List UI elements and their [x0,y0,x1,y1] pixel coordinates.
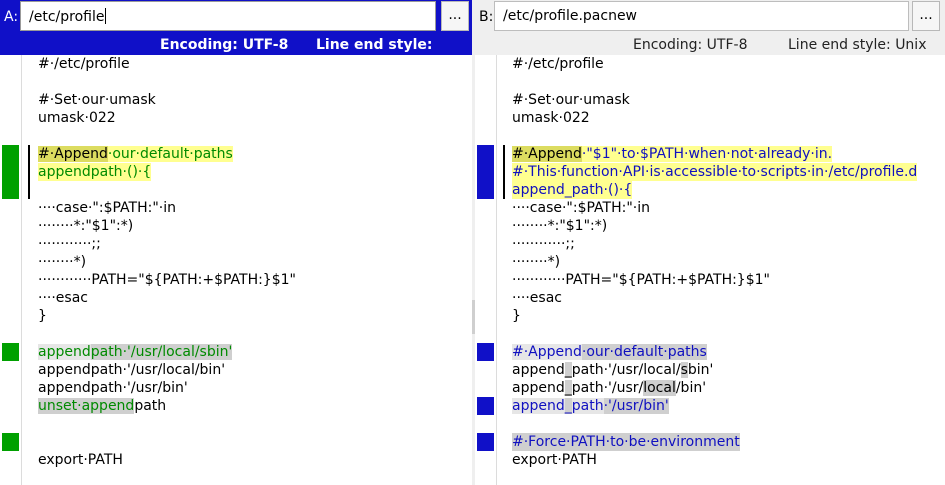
pane-b-status-bar: Encoding: UTF-8 Line end style: Unix [475,36,945,55]
diff-text: /bin' [675,380,707,396]
diff-text: ·'/usr/bin' [603,398,669,414]
diff-text: unset·append [38,398,135,414]
diff-change-marker[interactable] [2,343,19,361]
code-line: } [38,308,47,324]
pane-a-label: A: [4,9,19,25]
diff-text: path·'/usr/ [571,380,644,396]
pane-b-path-text: /etc/profile.pacnew [503,8,638,24]
pane-a: A: /etc/profile ... Encoding: UTF-8 Line… [0,0,472,485]
diff-text: bin' [687,362,714,378]
code-line: } [512,308,521,324]
diff-change-marker[interactable] [477,397,494,415]
diff-change-marker[interactable] [477,433,494,451]
code-line: ············;; [512,236,575,252]
diff-text: append [512,398,565,414]
pane-b-editor[interactable]: #·/etc/profile #·Set·our·umask umask·022… [475,55,945,485]
pane-a-path-input[interactable]: /etc/profile [20,1,436,31]
gutter-divider [21,55,22,485]
code-line: append_path·'/usr/local/bin' [512,379,706,397]
diff-text: path·'/usr/local/sbin' [90,344,233,360]
current-diff-bar [28,145,30,199]
code-line: ············;; [38,236,101,252]
code-line: #·Append·"$1"·to·$PATH·when·not·already·… [512,145,833,163]
code-line: ········*) [512,254,561,270]
pane-a-header: A: /etc/profile ... [0,0,472,36]
code-line: export·PATH [512,452,597,468]
diff-text: local [643,380,676,396]
diff-text: append [38,344,91,360]
code-line: ····case·":$PATH:"·in [38,200,176,216]
code-line: ············PATH="${PATH:+$PATH:}$1" [512,272,770,288]
code-line: ········*) [38,254,87,270]
code-line: ····case·":$PATH:"·in [512,200,650,216]
pane-a-browse-button[interactable]: ... [441,1,469,31]
pane-b-header: B: /etc/profile.pacnew ... [475,0,945,36]
code-line: appendpath·()·{ [38,163,152,181]
text-caret [105,8,107,24]
code-line: umask·022 [38,110,116,126]
pane-b: B: /etc/profile.pacnew ... Encoding: UTF… [475,0,945,485]
diff-change-marker[interactable] [2,145,19,199]
code-line: #·Append·our·default·paths [512,343,707,361]
code-line: umask·022 [512,110,590,126]
code-line: ········*:"$1":*) [38,218,134,234]
splitter-handle[interactable] [472,300,475,334]
code-line: #·/etc/profile [512,56,604,72]
code-line: appendpath·'/usr/local/sbin' [38,343,233,361]
diff-text: _ [564,362,572,378]
diff-text: path [571,398,604,414]
pane-b-label: B: [479,9,494,25]
code-line: #·Append·our·default·paths [38,145,233,163]
code-line: #·/etc/profile [38,56,130,72]
pane-a-encoding: Encoding: UTF-8 [160,37,289,53]
pane-b-line-end-style: Line end style: Unix [788,37,927,53]
pane-a-gutter [0,55,22,485]
diff-change-marker[interactable] [477,145,494,199]
pane-b-path-input[interactable]: /etc/profile.pacnew [494,1,909,31]
diff-text: #·Append [512,344,582,360]
code-line: appendpath·'/usr/local/bin' [38,362,226,378]
code-line: #·This·function·API·is·accessible·to·scr… [512,163,918,181]
code-line: append_path·'/usr/bin' [512,397,669,415]
pane-a-line-end-style: Line end style: Unix [316,37,433,71]
code-line: ········*:"$1":*) [512,218,608,234]
diff-text: #·Append [512,146,582,162]
code-line: unset·appendpath [38,397,166,415]
diff-text: append [512,362,565,378]
diff-text: ·"$1"·to·$PATH·when·not·already·in. [581,146,833,162]
code-line: appendpath·'/usr/bin' [38,380,188,396]
pane-a-editor[interactable]: #·/etc/profile #·Set·our·umask umask·022… [0,55,472,485]
diff-text: _ [564,380,572,396]
diff-text: ·our·default·paths [581,344,707,360]
pane-b-encoding: Encoding: UTF-8 [633,37,748,53]
code-line: ····esac [512,290,562,306]
gutter-divider [496,55,497,485]
diff-text: path [134,398,167,414]
pane-splitter[interactable] [472,0,475,485]
diff-text: s [680,362,688,378]
code-line: append_path·()·{ [512,181,633,199]
diff-text: path·'/usr/local/ [571,362,681,378]
code-line: append_path·'/usr/local/sbin' [512,361,713,379]
code-line: export·PATH [38,452,123,468]
diff-text: append [512,380,565,396]
pane-a-path-text: /etc/profile [29,9,105,25]
code-line: ····esac [38,290,88,306]
diff-text: #·Append [38,146,108,162]
code-line: #·Set·our·umask [512,92,630,108]
code-line: ············PATH="${PATH:+$PATH:}$1" [38,272,296,288]
diff-change-marker[interactable] [2,433,19,451]
current-diff-bar [503,145,505,199]
pane-b-browse-button[interactable]: ... [912,1,940,31]
pane-b-gutter [475,55,497,485]
code-line: #·Force·PATH·to·be·environment [512,433,740,451]
pane-a-status-bar: Encoding: UTF-8 Line end style: Unix [0,36,472,71]
diff-text: _ [564,398,572,414]
code-line: #·Set·our·umask [38,92,156,108]
diff-text: ·our·default·paths [107,146,233,162]
diff-change-marker[interactable] [477,343,494,361]
